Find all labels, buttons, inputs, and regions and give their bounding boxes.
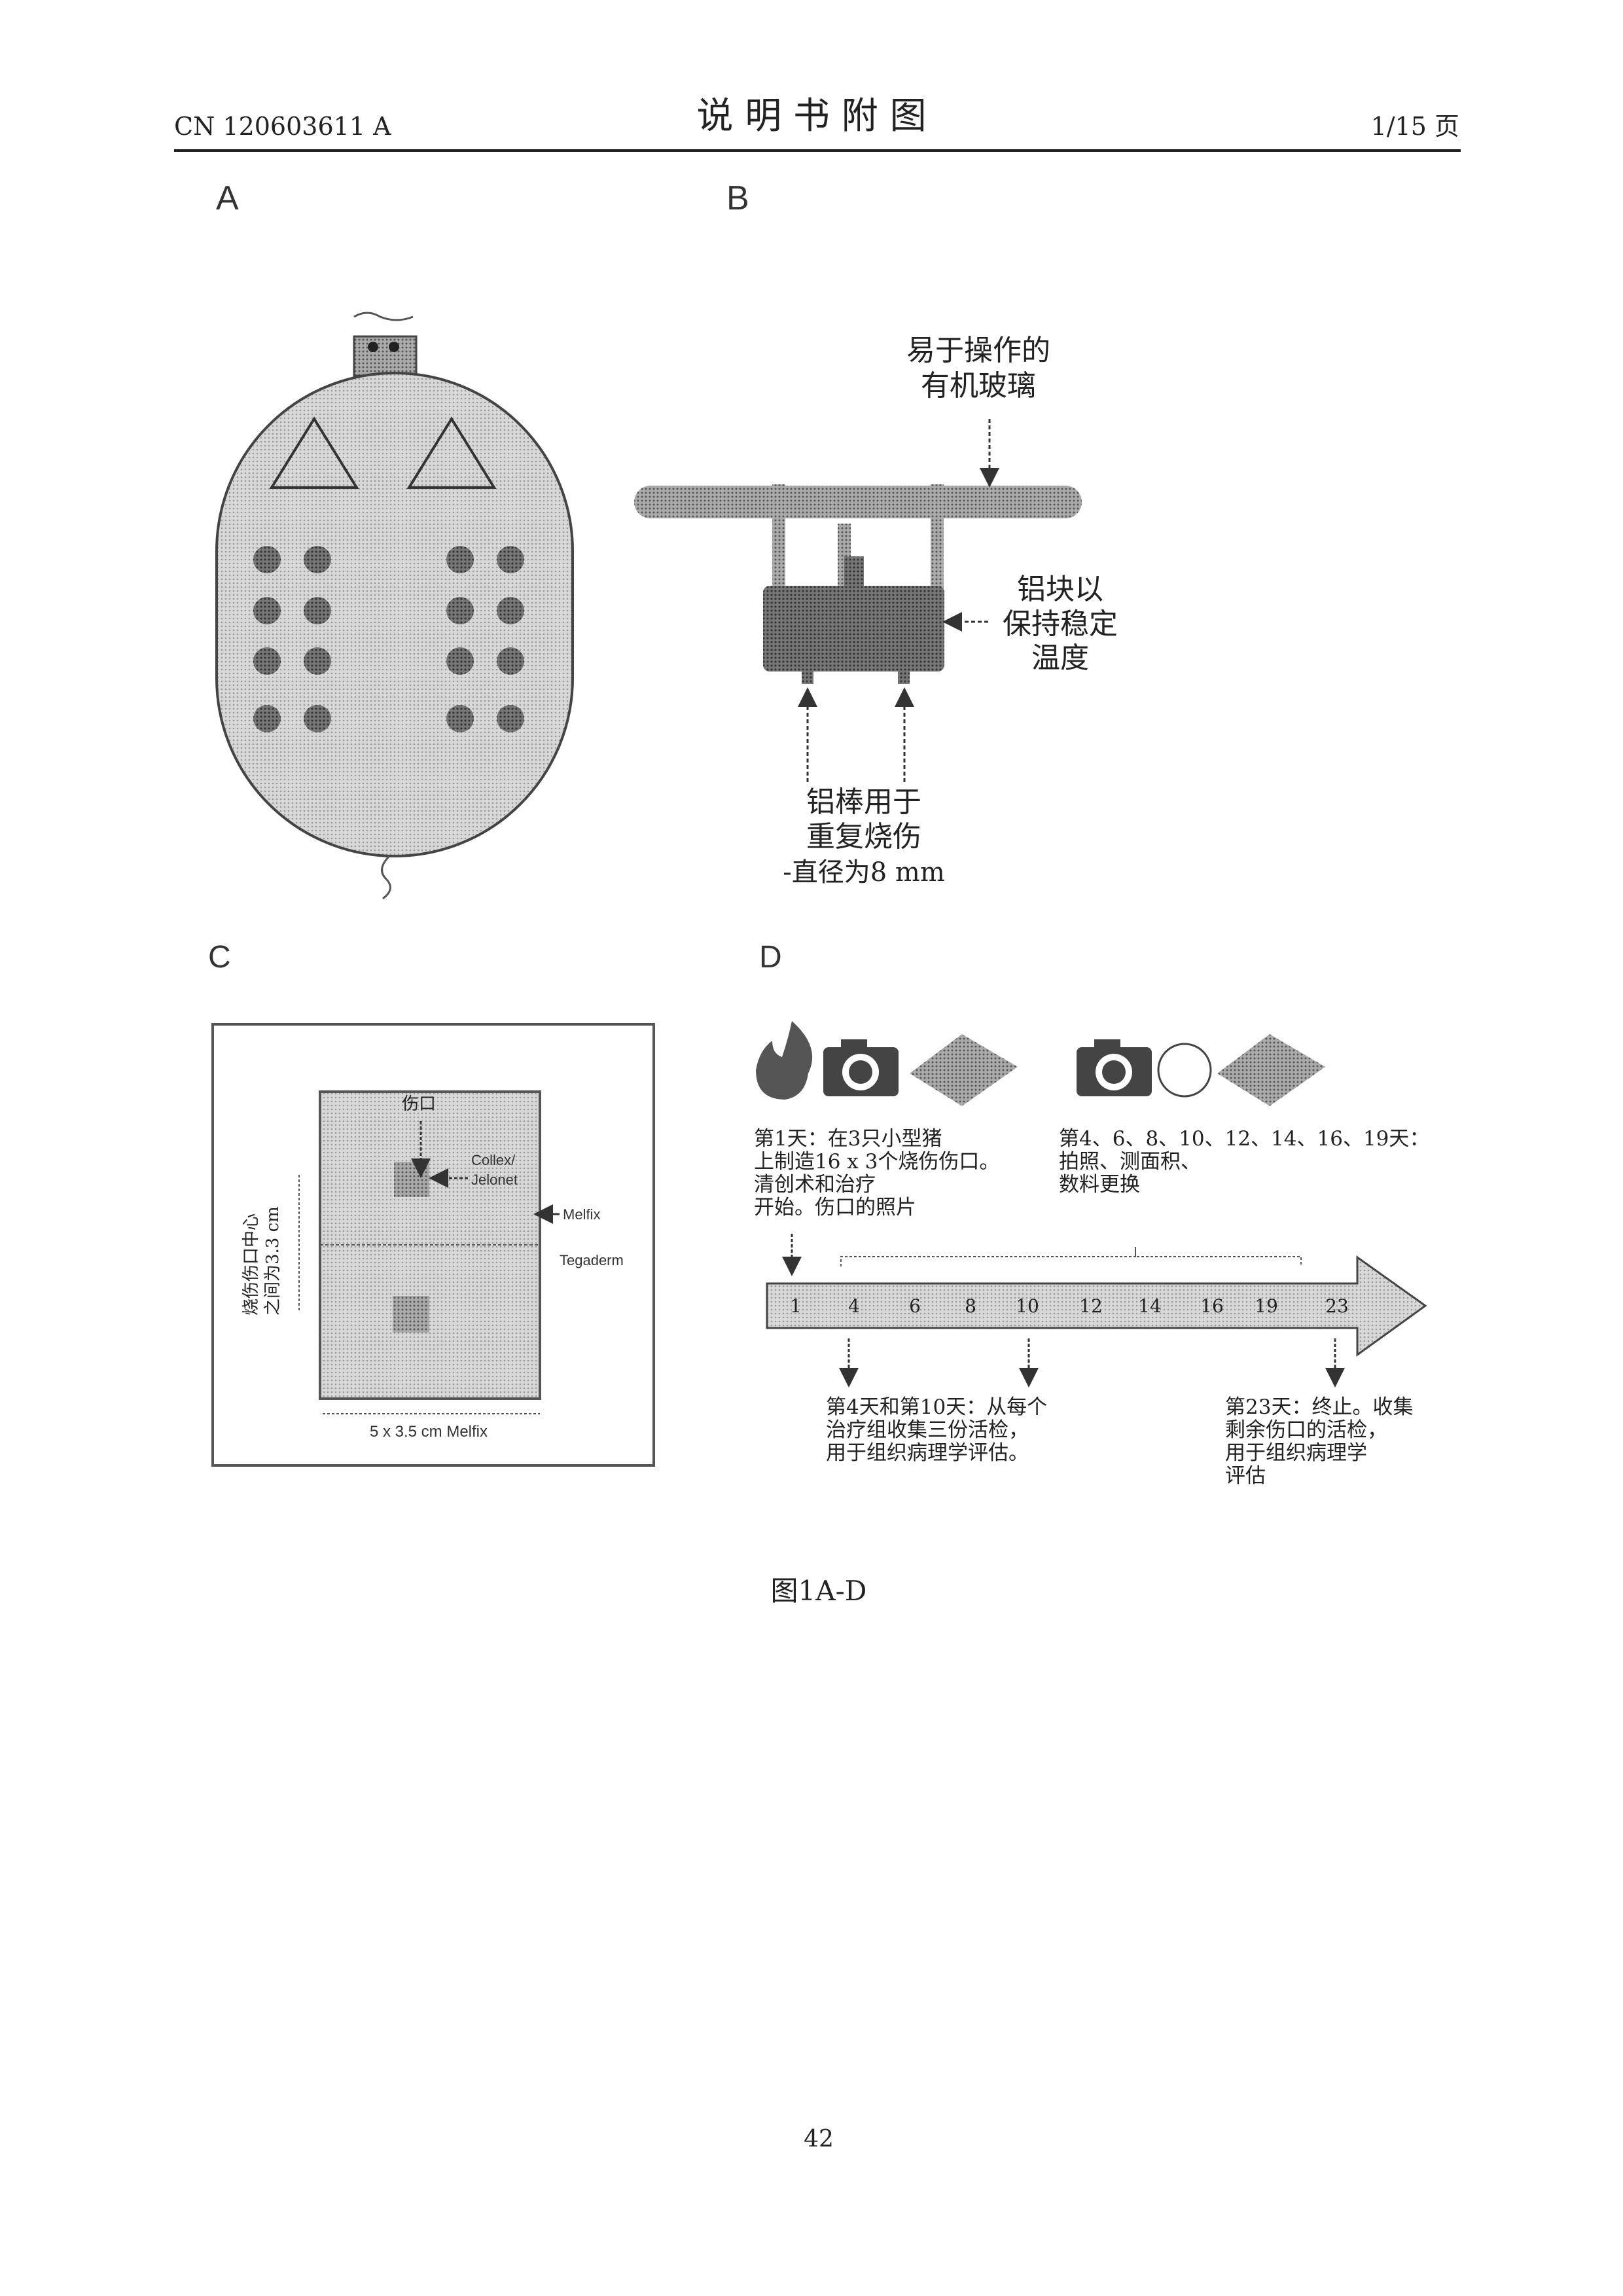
- day-label: 1: [790, 1295, 802, 1317]
- dressing-icon: [910, 1034, 1018, 1106]
- biopsy-note-line2: 治疗组收集三份活检，: [826, 1418, 1029, 1442]
- day-label: 6: [909, 1295, 921, 1317]
- block-label-line3: 温度: [1031, 641, 1089, 675]
- day-label: 16: [1200, 1295, 1224, 1317]
- day-label: 8: [965, 1295, 976, 1317]
- day1-note-line1: 第1天：在3只小型猪: [754, 1127, 942, 1151]
- plexiglass-label-line1: 易于操作的: [906, 334, 1050, 367]
- camera-icon: [1077, 1039, 1152, 1096]
- dressing-icon: [1217, 1034, 1325, 1106]
- rods-label-line2: 重复烧伤: [806, 820, 921, 853]
- wound-label: 伤口: [402, 1094, 436, 1114]
- repeat-days-note-line3: 数料更换: [1059, 1173, 1140, 1196]
- area-measure-icon: [1158, 1044, 1211, 1096]
- day1-note-line2: 上制造16 x 3个烧伤伤口。: [754, 1150, 999, 1174]
- tegaderm-label: Tegaderm: [560, 1252, 624, 1268]
- day-label: 19: [1255, 1295, 1278, 1317]
- panel-label-d: D: [759, 940, 782, 975]
- collex-label-line2: Jelonet: [471, 1172, 518, 1188]
- day-label: 23: [1325, 1295, 1349, 1317]
- day1-note-line4: 开始。伤口的照片: [754, 1196, 916, 1219]
- block-label-line2: 保持稳定: [1003, 607, 1118, 641]
- day-label: 10: [1016, 1295, 1039, 1317]
- collex-label-line1: Collex/: [471, 1152, 516, 1168]
- end-note-line3: 用于组织病理学: [1225, 1441, 1367, 1465]
- rods-label-line3: -直径为8 mm: [783, 857, 945, 888]
- page-count: 1/15 页: [1371, 112, 1459, 141]
- day1-note-line3: 清创术和治疗: [754, 1173, 876, 1196]
- page-title: 说 明 书 附 图: [696, 95, 926, 137]
- camera-icon: [823, 1039, 899, 1096]
- rods-label-line1: 铝棒用于: [806, 785, 921, 819]
- figure-caption: 图1A-D: [771, 1575, 867, 1607]
- distance-label-line1: 烧伤伤口中心: [241, 1213, 261, 1316]
- melfix-size-label: 5 x 3.5 cm Melfix: [370, 1423, 488, 1441]
- flame-icon: [756, 1021, 812, 1100]
- block-label-line1: 铝块以: [1017, 573, 1103, 606]
- end-note-line2: 剩余伤口的活检，: [1225, 1418, 1387, 1442]
- pig-template-diagram: [217, 313, 573, 899]
- biopsy-note-line1: 第4天和第10天：从每个: [826, 1395, 1047, 1419]
- burn-device-diagram: [634, 419, 1082, 782]
- day-label: 14: [1138, 1295, 1162, 1317]
- day-label: 4: [848, 1295, 860, 1317]
- repeat-days-note-line2: 拍照、测面积、: [1059, 1150, 1201, 1174]
- biopsy-note-line3: 用于组织病理学评估。: [826, 1441, 1029, 1465]
- day-label: 12: [1079, 1295, 1103, 1317]
- plexiglass-label-line2: 有机玻璃: [921, 369, 1036, 403]
- panel-label-a: A: [216, 179, 239, 217]
- end-note-line4: 评估: [1225, 1464, 1266, 1488]
- page-number: 42: [804, 2126, 834, 2153]
- timeline-icons: [756, 1021, 1325, 1106]
- panel-label-c: C: [208, 940, 231, 975]
- melfix-label: Melfix: [563, 1206, 600, 1223]
- distance-label-line2: 之间为3.3 cm: [263, 1206, 283, 1316]
- end-note-line1: 第23天：终止。收集: [1225, 1395, 1413, 1419]
- document-number: CN 120603611 A: [174, 112, 391, 141]
- panel-label-b: B: [726, 179, 749, 217]
- repeat-days-note-line1: 第4、6、8、10、12、14、16、19天：: [1059, 1127, 1429, 1151]
